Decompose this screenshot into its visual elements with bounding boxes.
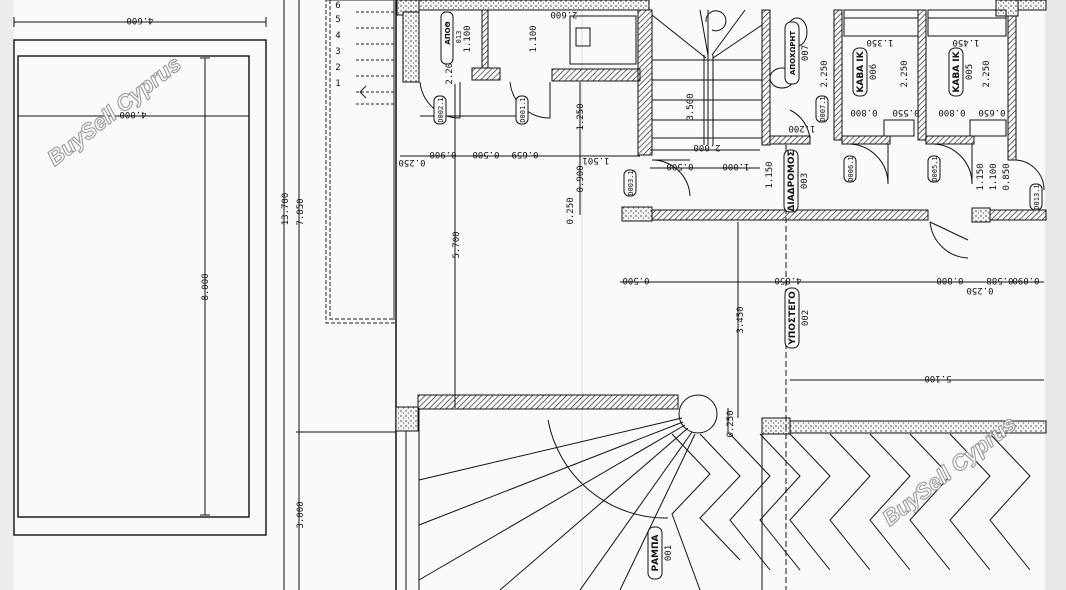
dim-0650: 0.650	[978, 107, 1005, 117]
dim-1100-b: 1.100	[463, 25, 473, 52]
fixtures	[569, 9, 1007, 137]
dim-8000: 8.000	[201, 273, 211, 300]
stair-step-2: 2	[335, 63, 340, 73]
room-001-code: 001	[664, 545, 674, 561]
dim-0659: 0.659	[511, 149, 538, 159]
dim-1100-c: 1.100	[989, 163, 999, 190]
room-007-code: 007	[801, 45, 811, 61]
room-001-name: ΡΑΜΠΑ	[651, 534, 661, 571]
stair-step-3: 3	[335, 47, 340, 57]
dim-0800-c: 0.800	[936, 275, 963, 285]
room-007-name: ΑΠΟΧΩΡΗΤ	[789, 31, 797, 76]
dim-3000: 3.000	[296, 501, 306, 528]
dim-2200: 2.200	[445, 57, 455, 84]
dim-4850: 4.850	[774, 275, 801, 285]
door-tag-003: D003.1	[627, 170, 635, 195]
dim-0500-c: 0.500	[622, 275, 649, 285]
room-013-name: ΑΠΟΘ	[444, 21, 452, 44]
room-005-name: ΚΑΒΑ ΙΚ	[952, 50, 962, 92]
room-003-name: ΔΙΑΔΡΟΜΟΣ	[787, 150, 797, 211]
dim-0090: 0.090	[1012, 275, 1039, 285]
door-tag-001: D001.1	[519, 97, 527, 122]
room-006-code: 006	[869, 64, 879, 80]
dim-1150-b: 1.150	[976, 163, 986, 190]
dim-5700: 5.700	[452, 231, 462, 258]
dim-1100-a: 1.100	[529, 25, 539, 52]
building-walls	[395, 0, 1047, 590]
room-013-code: 013	[455, 31, 463, 44]
door-tag-002: D002.1	[437, 97, 445, 122]
dim-1350: 1.350	[866, 37, 893, 47]
dim-0250-d: 0.250	[966, 285, 993, 295]
dim-2250-b: 2.250	[900, 60, 910, 87]
door-tag-006: D006.1	[847, 156, 855, 181]
dim-0250-b: 0.250	[398, 157, 425, 167]
room-label-boxes	[440, 11, 964, 580]
dim-0900-a: 0.900	[429, 149, 456, 159]
dim-0250-a: 0.250	[726, 410, 736, 437]
dim-13700: 13.700	[281, 193, 291, 226]
room-002-code: 002	[801, 310, 811, 326]
dim-1250: 1.250	[576, 103, 586, 130]
door-tags	[433, 95, 1043, 211]
dim-0850: 0.850	[1002, 163, 1012, 190]
dim-0500-b: 0.500	[666, 161, 693, 171]
dim-4600: 4.600	[126, 15, 153, 25]
dim-0250-c: 0.250	[566, 197, 576, 224]
dim-0550: 0.550	[892, 107, 919, 117]
dim-5100: 5.100	[924, 373, 951, 383]
dim-1450: 1.450	[952, 37, 979, 47]
dim-0588: 0.588	[986, 275, 1013, 285]
room-002-name: ΥΠΟΣΤΕΓΟ	[788, 291, 798, 346]
outdoor-stair	[325, 0, 395, 324]
stair-step-6: 6	[335, 1, 340, 11]
stair-step-1: 1	[335, 79, 340, 89]
room-005-code: 005	[965, 64, 975, 80]
dim-2250-a: 2.250	[820, 60, 830, 87]
dim-1200: 1.200	[788, 123, 815, 133]
door-tag-005: D005.1	[931, 156, 939, 181]
dim-0900-b: 0.900	[576, 165, 586, 192]
dim-2250-c: 2.250	[982, 60, 992, 87]
dim-1501: 1.501	[582, 155, 609, 165]
dim-1000: 1.000	[722, 161, 749, 171]
door-tag-007: D007.1	[819, 96, 827, 121]
dim-0500-a: 0.500	[472, 149, 499, 159]
dim-4000: 4.000	[119, 109, 146, 119]
stair-step-5: 5	[335, 15, 340, 25]
dim-0800-a: 0.800	[850, 107, 877, 117]
dim-2000: 2.000	[693, 142, 720, 152]
pool	[13, 17, 267, 536]
dim-0800-b: 0.800	[938, 107, 965, 117]
room-003-code: 003	[800, 173, 810, 189]
dim-3450: 3.450	[736, 306, 746, 333]
room-006-name: ΚΑΒΑ ΙΚ	[856, 50, 866, 92]
door-swings	[419, 81, 1045, 259]
stair-step-4: 4	[335, 31, 340, 41]
dim-1150-a: 1.150	[765, 161, 775, 188]
dim-2600: 2.600	[550, 9, 577, 19]
dim-3500: 3.500	[686, 93, 696, 120]
door-tag-013: D013.1	[1033, 184, 1041, 209]
dim-7850: 7.850	[296, 198, 306, 225]
interior-stair	[651, 9, 763, 145]
ramp-pattern	[418, 417, 1031, 590]
